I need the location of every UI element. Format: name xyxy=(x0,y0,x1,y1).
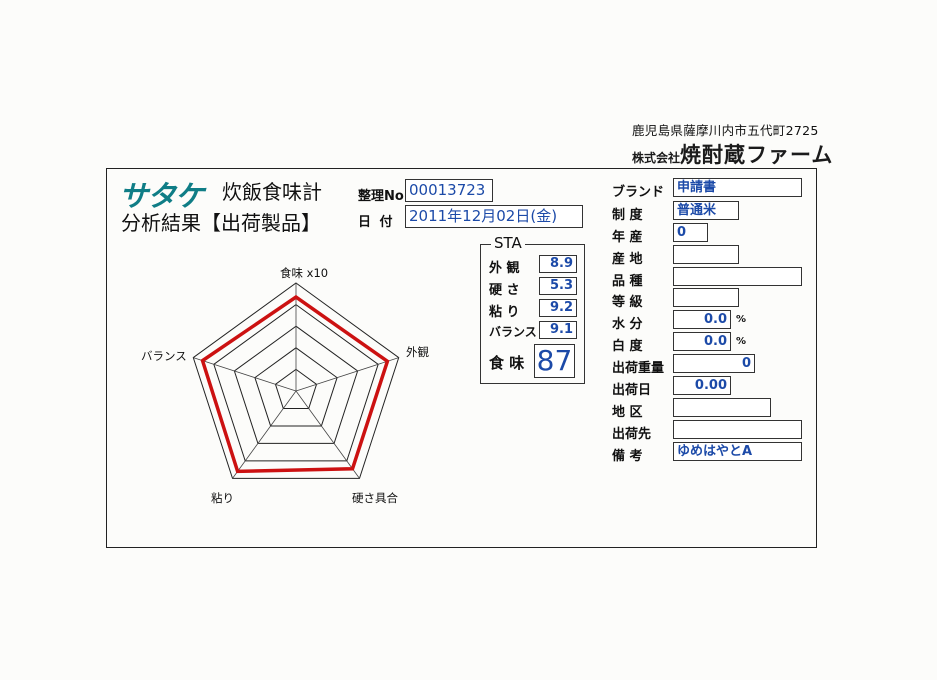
brand-field: 申請書 xyxy=(673,178,802,197)
moisture-unit: % xyxy=(736,314,747,325)
moisture-field: 0.0 xyxy=(673,310,731,329)
grade-field xyxy=(673,288,739,307)
destination-label: 出荷先 xyxy=(612,427,652,442)
radar-spoke-3 xyxy=(232,390,297,479)
radar-ring-1 xyxy=(274,368,318,409)
system-label: 制 度 xyxy=(612,208,643,223)
whiteness-field: 0.0 xyxy=(673,332,731,351)
sta-value-stickiness: 9.2 xyxy=(539,299,577,317)
date-field: 2011年12月02日(金) xyxy=(405,205,583,228)
ship-date-label: 出荷日 xyxy=(612,383,652,398)
radar-spoke-2 xyxy=(295,390,360,479)
variety-field xyxy=(673,267,802,286)
variety-label: 品 種 xyxy=(612,274,643,289)
radar-axis-label-balance: バランス xyxy=(141,349,187,363)
whiteness-label: 白 度 xyxy=(612,339,643,354)
radar-ring-3 xyxy=(233,325,359,444)
radar-chart xyxy=(192,282,400,479)
year-label: 年 産 xyxy=(612,230,643,245)
sta-value-balance: 9.1 xyxy=(539,321,577,339)
radar-ring-2 xyxy=(254,347,338,427)
weight-label: 出荷重量 xyxy=(612,361,665,376)
taste-score: 87 xyxy=(534,344,575,378)
radar-spokes xyxy=(193,283,399,479)
stamp-address: 鹿児島県薩摩川内市五代町2725 xyxy=(632,123,819,138)
moisture-label: 水 分 xyxy=(612,317,643,332)
radar-data xyxy=(200,294,390,474)
region-field xyxy=(673,398,771,417)
serial-label: 整理No. xyxy=(358,189,409,204)
origin-field xyxy=(673,245,739,264)
brand-label: ブランド xyxy=(612,185,665,200)
analysis-report: サタケ 炊飯食味計 分析結果【出荷製品】 整理No. 00013723 日 付 … xyxy=(106,168,817,548)
sta-value-appearance: 8.9 xyxy=(539,255,577,273)
notes-label: 備 考 xyxy=(612,449,643,464)
sta-label-appearance: 外 観 xyxy=(489,261,520,276)
radar-axis-label-stickiness: 粘り xyxy=(211,491,234,505)
radar-ring-4 xyxy=(213,303,379,462)
grade-label: 等 級 xyxy=(612,295,643,310)
sta-label-stickiness: 粘 り xyxy=(489,305,520,320)
whiteness-unit: % xyxy=(736,336,747,347)
stamp-company: 株式会社焼酎蔵ファーム xyxy=(632,139,833,169)
year-field: 0 xyxy=(673,223,708,242)
serial-field: 00013723 xyxy=(405,179,493,202)
radar-ring-5 xyxy=(192,282,400,479)
origin-label: 産 地 xyxy=(612,252,643,267)
stamp-company-prefix: 株式会社 xyxy=(632,151,681,165)
satake-logo: サタケ xyxy=(119,179,204,213)
radar-spoke-4 xyxy=(193,357,297,392)
date-label: 日 付 xyxy=(358,215,395,230)
sta-panel: STA 外 観 8.9 硬 さ 5.3 粘 り 9.2 バランス 9.1 食 味… xyxy=(480,234,585,384)
notes-field: ゆめはやとA xyxy=(673,442,802,461)
radar-spoke-1 xyxy=(295,357,399,392)
radar-axis-label-taste: 食味 x10 xyxy=(280,266,329,280)
weight-field: 0 xyxy=(673,354,755,373)
system-field: 普通米 xyxy=(673,201,739,220)
radar-rings xyxy=(192,282,400,479)
sta-title: STA xyxy=(491,234,525,252)
sta-label-hardness: 硬 さ xyxy=(489,283,520,298)
report-title-line2: 分析結果【出荷製品】 xyxy=(121,211,321,235)
ship-date-field: 0.00 xyxy=(673,376,731,395)
score-label: 食 味 xyxy=(489,354,525,372)
report-title-line1: 炊飯食味計 xyxy=(222,180,322,204)
region-label: 地 区 xyxy=(612,405,643,420)
sta-value-hardness: 5.3 xyxy=(539,277,577,295)
stamp-company-name: 焼酎蔵ファーム xyxy=(680,142,834,167)
radar-axis-label-appearance: 外観 xyxy=(406,345,429,359)
destination-field xyxy=(673,420,802,439)
radar-data-polygon xyxy=(200,294,390,474)
radar-axis-label-hardness: 硬さ具合 xyxy=(352,491,398,505)
sta-label-balance: バランス xyxy=(489,325,537,339)
